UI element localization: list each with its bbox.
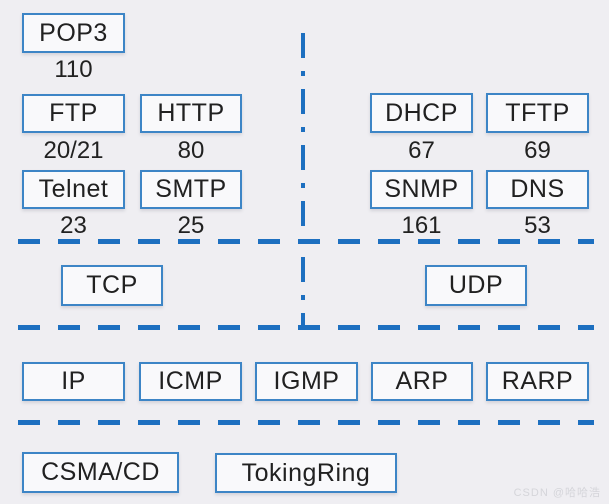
protocol-box-http: HTTP	[140, 94, 242, 133]
port-label-smtp: 25	[177, 212, 205, 239]
protocol-box-igmp: IGMP	[255, 362, 358, 401]
port-label-snmp: 161	[401, 212, 442, 239]
port-label-dhcp: 67	[408, 137, 435, 164]
protocol-box-rarp: RARP	[486, 362, 589, 401]
protocol-box-snmp: SNMP	[370, 170, 473, 209]
network-link-divider-line	[18, 420, 594, 425]
protocol-box-smtp: SMTP	[140, 170, 242, 209]
protocol-box-pop3: POP3	[22, 13, 125, 53]
protocol-box-ftp: FTP	[22, 94, 125, 133]
port-label-tftp: 69	[524, 137, 551, 164]
protocol-box-arp: ARP	[371, 362, 473, 401]
protocol-box-tokingring: TokingRing	[215, 453, 397, 493]
protocol-box-icmp: ICMP	[139, 362, 242, 401]
transport-network-divider-line	[18, 325, 594, 330]
port-label-ftp: 20/21	[43, 137, 104, 164]
protocol-box-udp: UDP	[425, 265, 527, 306]
protocol-box-csmacd: CSMA/CD	[22, 452, 179, 493]
tcp-udp-divider-line	[301, 33, 305, 329]
protocol-box-ip: IP	[22, 362, 125, 401]
csdn-watermark: CSDN @哈哈浩	[513, 487, 601, 499]
protocol-box-telnet: Telnet	[22, 170, 125, 209]
protocol-box-tftp: TFTP	[486, 93, 589, 133]
application-transport-divider-line	[18, 239, 594, 244]
port-label-pop3: 110	[54, 56, 93, 83]
protocol-box-dns: DNS	[486, 170, 589, 209]
port-label-telnet: 23	[60, 212, 87, 239]
protocol-box-dhcp: DHCP	[370, 93, 473, 133]
port-label-http: 80	[177, 137, 205, 164]
port-label-dns: 53	[524, 212, 551, 239]
protocol-box-tcp: TCP	[61, 265, 163, 306]
